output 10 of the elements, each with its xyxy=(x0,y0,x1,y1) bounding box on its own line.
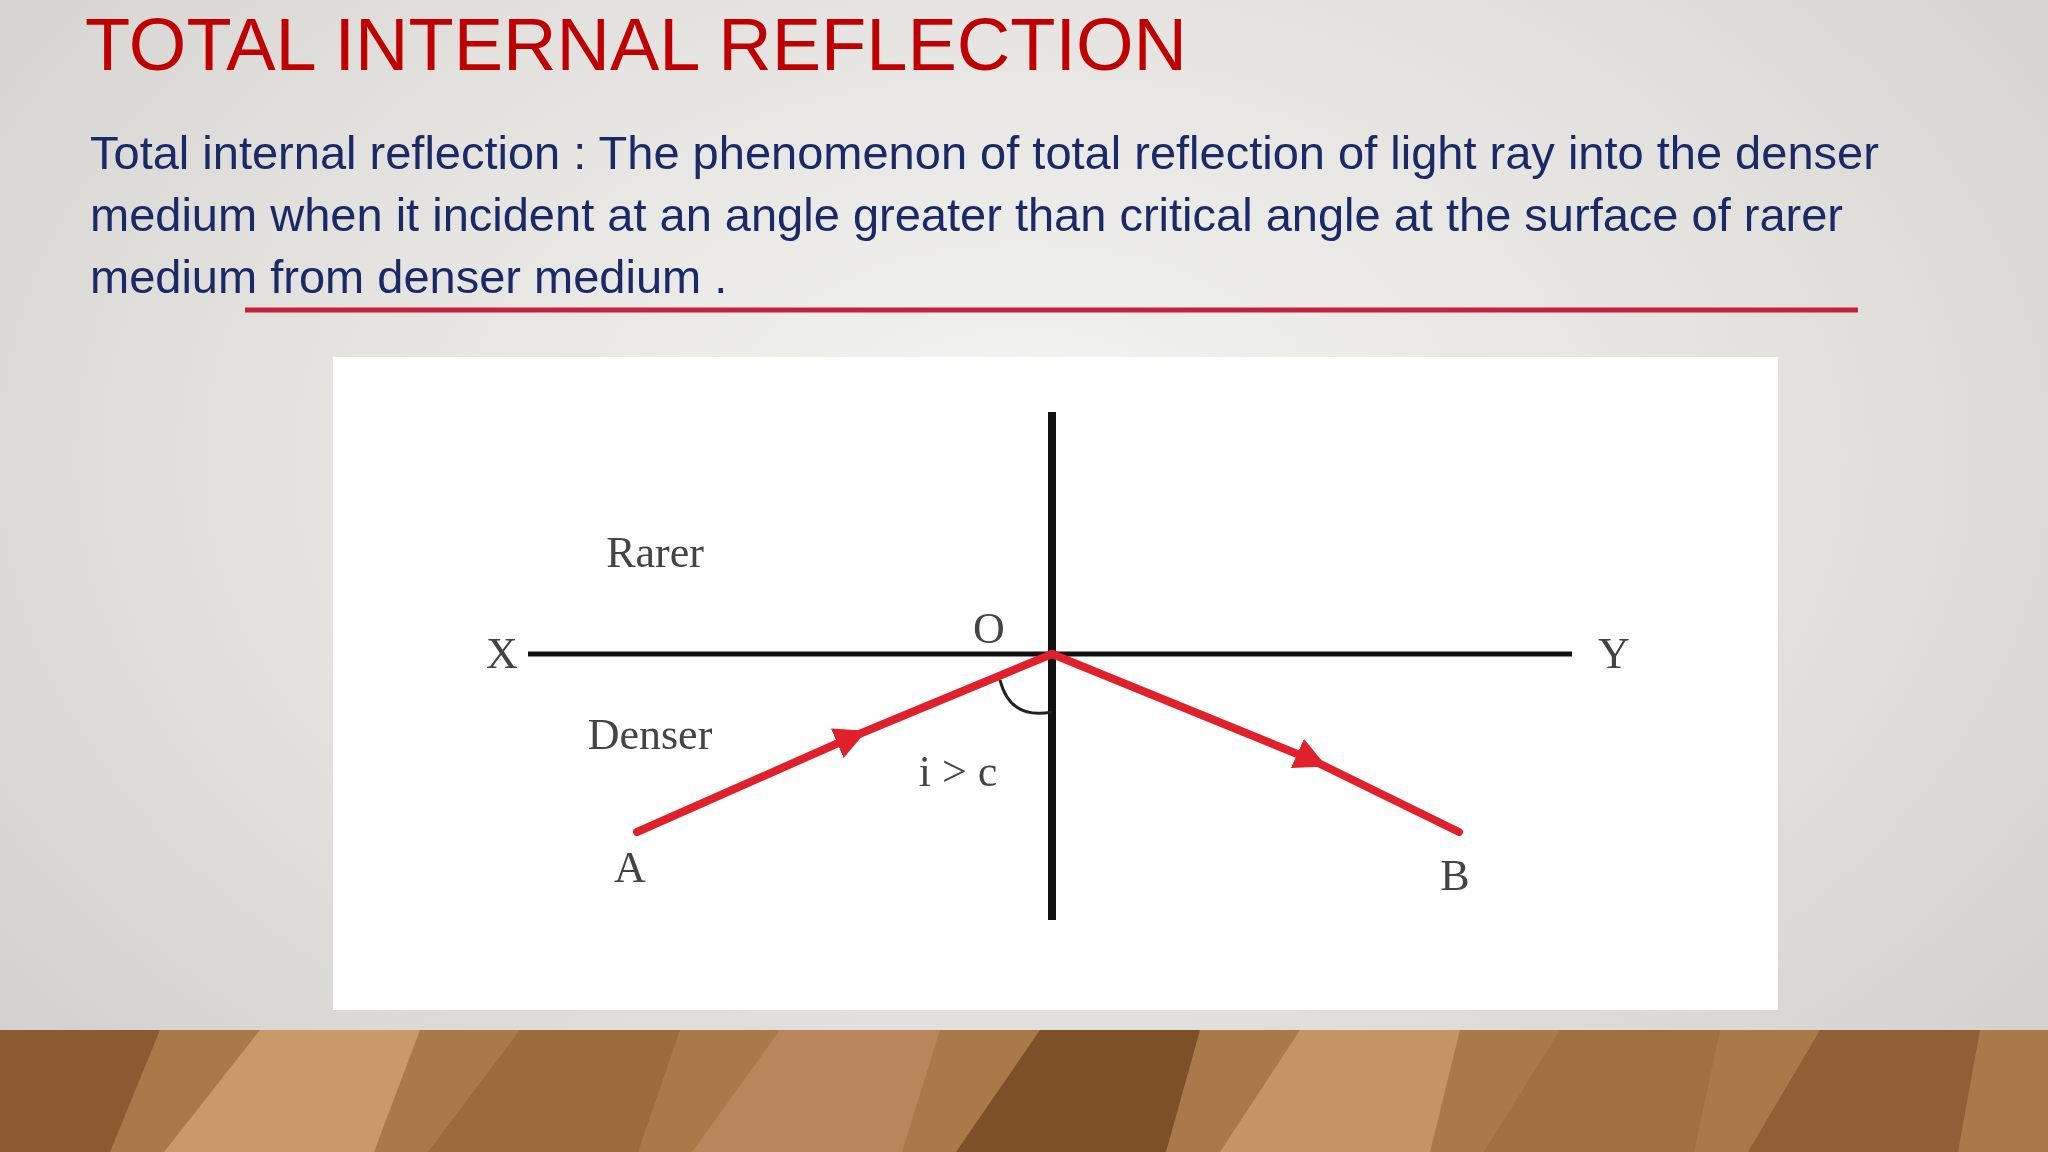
medium-label: Rarer xyxy=(606,531,704,575)
point-label: X xyxy=(486,632,518,676)
point-label: O xyxy=(973,607,1005,651)
slide-title: TOTAL INTERNAL REFLECTION xyxy=(85,2,1187,87)
point-label: Y xyxy=(1598,632,1630,676)
angle-label: i > c xyxy=(918,750,998,794)
point-label: A xyxy=(614,846,646,890)
point-label: B xyxy=(1440,854,1470,898)
definition-paragraph: Total internal reflection : The phenomenon of total reflection of light ray into the denser medium when it incident at an angle greater than critical angle at the surface of rarer medium from denser medium . xyxy=(90,125,1880,305)
medium-label: Denser xyxy=(587,713,713,757)
